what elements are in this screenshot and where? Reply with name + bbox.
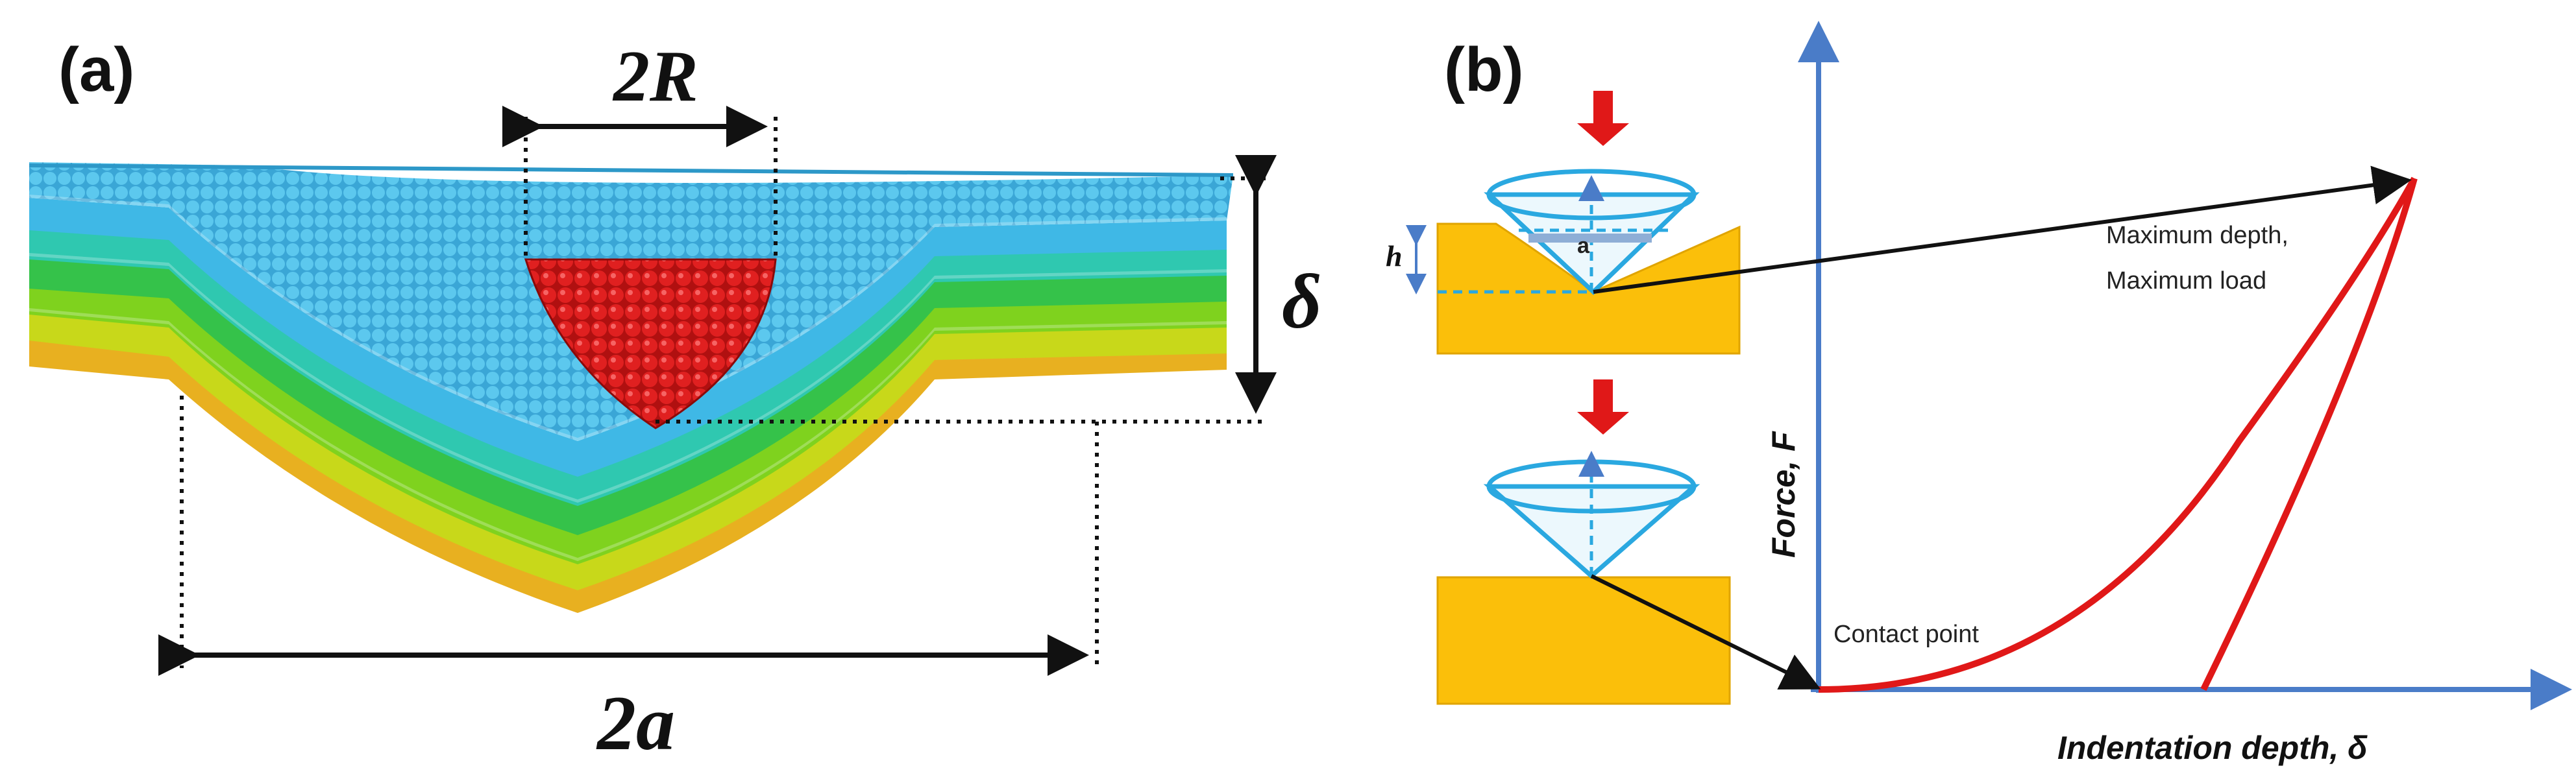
force-depth-axes: Force, F Indentation depth, δ	[1765, 21, 2572, 766]
unloading-curve	[2200, 177, 2418, 691]
load-curves	[1818, 176, 2418, 693]
label-2R: 2R	[612, 36, 698, 117]
panel-b-label: (b)	[1444, 35, 1524, 104]
down-arrow-top	[1577, 91, 1629, 146]
sheet-layer-2	[29, 227, 1227, 506]
arrow-to-contact-point	[1590, 574, 1821, 689]
contact-radius-bar	[1528, 234, 1652, 243]
dimension-2R: 2R	[502, 36, 778, 259]
annotation-max-line1: Maximum depth,	[2106, 222, 2288, 249]
sheet-layer-5	[29, 311, 1227, 590]
sheet-layer-6	[29, 337, 1227, 613]
loading-curve	[1818, 176, 2418, 693]
sheet-layer-4	[29, 285, 1227, 564]
label-2a: 2a	[596, 680, 675, 766]
down-arrow-bottom	[1577, 379, 1629, 435]
sheet-top-edge	[29, 163, 1234, 177]
arrow-to-max-point	[1593, 165, 2412, 294]
panel-a: (a) 2R	[29, 35, 1321, 766]
spherical-indenter	[524, 258, 777, 429]
label-a: a	[1577, 234, 1590, 258]
label-delta: δ	[1282, 258, 1321, 344]
annotation-max-line2: Maximum load	[2106, 267, 2266, 294]
panel-b: (b) a h Force	[1386, 21, 2572, 766]
schematic-unloaded	[1436, 379, 1731, 705]
panel-a-label: (a)	[58, 35, 134, 104]
substrate-flat	[1436, 576, 1731, 705]
dimension-2a: 2a	[158, 396, 1099, 766]
dimension-delta: δ	[656, 155, 1321, 424]
sheet-layer-3	[29, 256, 1227, 535]
annotation-contact: Contact point	[1834, 621, 1979, 648]
x-axis-label: Indentation depth, δ	[2057, 730, 2368, 766]
schematic-loaded: a h	[1386, 91, 1741, 355]
indenter-cone-bottom	[1483, 484, 1700, 579]
y-axis-label: Force, F	[1765, 431, 1802, 558]
label-h: h	[1386, 239, 1403, 272]
sheet-layer-1	[29, 198, 1227, 477]
